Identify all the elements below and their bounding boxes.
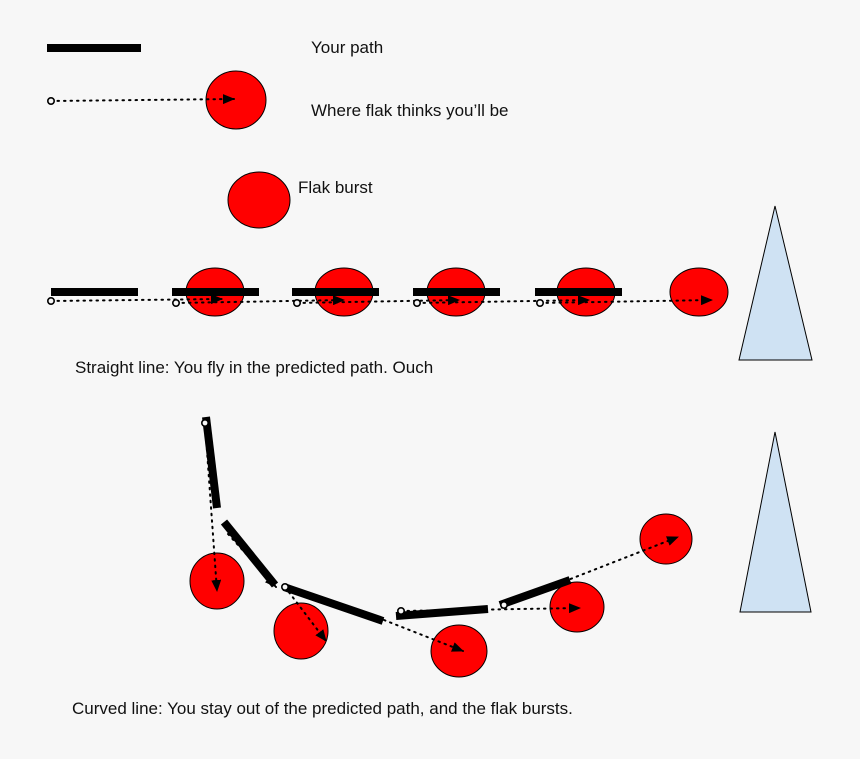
curved-path-segment (220, 519, 279, 588)
legend-flak-burst-icon (227, 171, 291, 229)
straight-prediction-arrow (296, 295, 460, 306)
targets-layer (738, 205, 813, 613)
curved-line-caption: Curved line: You stay out of the predict… (72, 699, 573, 718)
curved-flak-burst (549, 581, 605, 633)
prediction-origin-marker (499, 600, 508, 609)
prediction-origin-marker (172, 298, 181, 307)
straight-prediction-arrow (175, 295, 345, 306)
prediction-origins-layer (46, 97, 544, 615)
straight-flak-burst (669, 267, 729, 317)
curved-prediction-arrow (503, 536, 679, 606)
curved-path-segment (498, 576, 572, 609)
curved-path-segment (282, 583, 385, 625)
prediction-origin-marker (46, 97, 55, 106)
straight-prediction-arrow (416, 295, 590, 306)
straight-prediction-arrow (539, 295, 713, 306)
prediction-origin-marker (201, 418, 210, 427)
curved-flak-burst (639, 513, 693, 565)
legend-prediction-arrow-icon (50, 94, 235, 105)
prediction-origin-marker (396, 606, 405, 615)
legend-burst-label: Flak burst (298, 178, 373, 197)
legend-predicted-label: Where flak thinks you’ll be (311, 101, 509, 120)
prediction-origin-marker (292, 298, 301, 307)
curved-target-triangle (739, 431, 812, 613)
curved-prediction-arrow (383, 619, 464, 652)
prediction-origin-marker (535, 298, 544, 307)
curved-path-segment (395, 605, 489, 620)
legend-predicted-burst-icon (205, 70, 267, 130)
prediction-origin-marker (412, 298, 421, 307)
curved-path-segment (202, 416, 221, 509)
curved-flak-burst (273, 602, 329, 660)
path-segments-layer (47, 44, 622, 625)
prediction-origin-marker (280, 582, 289, 591)
curved-flak-burst (430, 624, 488, 678)
straight-prediction-arrow (50, 294, 223, 305)
straight-line-caption: Straight line: You fly in the predicted … (75, 358, 434, 377)
curved-prediction-arrow (284, 586, 327, 642)
prediction-origin-marker (46, 296, 55, 305)
legend-path-label: Your path (311, 38, 384, 57)
curved-prediction-arrow (400, 603, 581, 614)
curved-flak-burst (189, 552, 245, 610)
straight-target-triangle (738, 205, 813, 361)
